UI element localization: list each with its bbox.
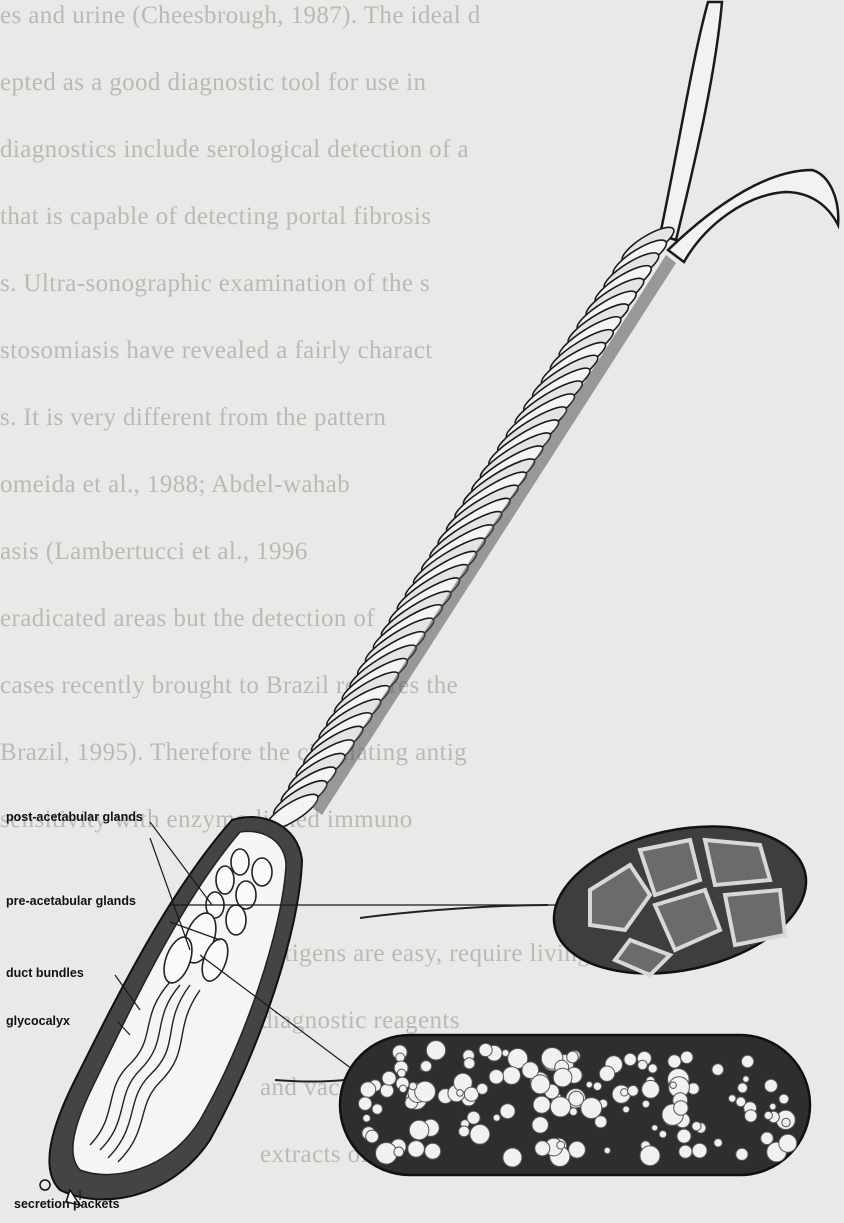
secretory-vesicle bbox=[479, 1043, 492, 1056]
secretory-vesicle bbox=[363, 1114, 371, 1122]
secretory-vesicle bbox=[692, 1122, 701, 1131]
secretory-vesicle bbox=[533, 1096, 550, 1113]
secretory-vesicle bbox=[360, 1082, 375, 1097]
secretory-vesicle bbox=[604, 1147, 610, 1153]
secretory-vesicle bbox=[493, 1114, 500, 1121]
secretory-vesicle bbox=[531, 1075, 550, 1094]
tail-shading bbox=[312, 255, 676, 815]
secretory-vesicle bbox=[398, 1069, 406, 1077]
label-glycocalyx: glycocalyx bbox=[6, 1014, 70, 1028]
secretory-vesicle bbox=[557, 1141, 565, 1149]
secretory-vesicle bbox=[394, 1147, 404, 1157]
secretory-vesicle bbox=[640, 1146, 660, 1166]
secretory-vesicle bbox=[421, 1061, 432, 1072]
secretory-vesicle bbox=[593, 1082, 601, 1090]
secretory-vesicle bbox=[628, 1085, 639, 1096]
secretory-vesicle bbox=[677, 1129, 691, 1143]
secretory-vesicle bbox=[692, 1143, 707, 1158]
secretory-vesicle bbox=[779, 1094, 789, 1104]
secretory-vesicle bbox=[674, 1101, 688, 1115]
secretory-vesicle bbox=[599, 1066, 614, 1081]
label-secretion-packets: secretion packets bbox=[14, 1197, 120, 1211]
secretory-vesicle bbox=[712, 1064, 724, 1076]
secretory-vesicle bbox=[502, 1050, 509, 1057]
secretory-vesicle bbox=[745, 1110, 757, 1122]
gland-inset-upper bbox=[360, 805, 820, 995]
secretory-vesicle bbox=[743, 1076, 749, 1082]
secretory-vesicle bbox=[621, 1089, 628, 1096]
secretory-vesicle bbox=[464, 1058, 475, 1069]
secretory-vesicle bbox=[550, 1097, 570, 1117]
secretory-vesicle bbox=[503, 1148, 522, 1167]
secretory-vesicle bbox=[714, 1139, 722, 1147]
secretory-vesicle bbox=[358, 1097, 371, 1110]
secretory-vesicle bbox=[477, 1083, 488, 1094]
label-post-acetabular-glands: post-acetabular glands bbox=[6, 810, 143, 824]
secretory-vesicle bbox=[779, 1134, 797, 1152]
tail-furca bbox=[660, 2, 838, 262]
secretory-vesicle bbox=[366, 1130, 379, 1143]
secretory-vesicle bbox=[670, 1082, 676, 1088]
secretory-vesicle bbox=[729, 1095, 736, 1102]
secretory-vesicle bbox=[457, 1090, 464, 1097]
secretory-vesicle bbox=[489, 1070, 503, 1084]
secretory-vesicle bbox=[586, 1081, 592, 1087]
secretory-vesicle bbox=[624, 1053, 636, 1065]
secretory-vesicle bbox=[642, 1080, 660, 1098]
secretory-vesicle bbox=[569, 1141, 586, 1158]
secretory-vesicle bbox=[761, 1132, 774, 1145]
cercaria-body bbox=[40, 817, 302, 1205]
secretory-vesicle bbox=[770, 1103, 777, 1110]
secretory-vesicle bbox=[741, 1055, 753, 1067]
secretory-vesicle bbox=[382, 1071, 396, 1085]
secretory-vesicle bbox=[652, 1125, 658, 1131]
secretory-vesicle bbox=[738, 1083, 748, 1093]
secretory-vesicle bbox=[581, 1098, 602, 1119]
secretory-vesicle bbox=[642, 1100, 649, 1107]
secretory-vesicle bbox=[409, 1082, 417, 1090]
secretory-vesicle bbox=[426, 1041, 445, 1060]
label-pre-acetabular-glands: pre-acetabular glands bbox=[6, 894, 136, 908]
secretory-vesicle bbox=[532, 1117, 548, 1133]
tail-stem bbox=[262, 221, 678, 835]
secretory-vesicle bbox=[638, 1060, 648, 1070]
secretory-vesicle bbox=[648, 1064, 657, 1073]
secretory-vesicle bbox=[681, 1051, 693, 1063]
secretory-vesicle bbox=[668, 1055, 681, 1068]
secretory-vesicle bbox=[567, 1051, 579, 1063]
secretory-vesicle bbox=[679, 1145, 692, 1158]
secretory-vesicle bbox=[415, 1081, 436, 1102]
secretory-vesicle bbox=[500, 1104, 515, 1119]
secretory-vesicle bbox=[764, 1111, 772, 1119]
secretory-vesicle bbox=[399, 1085, 406, 1092]
secretory-vesicle bbox=[782, 1118, 790, 1126]
secretory-vesicle bbox=[535, 1141, 550, 1156]
secretory-vesicle bbox=[408, 1141, 425, 1158]
secretory-vesicle bbox=[503, 1067, 521, 1085]
secretory-vesicle bbox=[569, 1091, 584, 1106]
secretory-vesicle bbox=[409, 1120, 429, 1140]
secretory-vesicle bbox=[553, 1068, 572, 1087]
secretory-vesicle bbox=[459, 1126, 470, 1137]
secretory-vesicle bbox=[380, 1084, 393, 1097]
secretory-vesicle bbox=[659, 1131, 666, 1138]
gland-inset-lower bbox=[275, 1035, 810, 1175]
secretory-vesicle bbox=[736, 1148, 748, 1160]
secretory-vesicle bbox=[470, 1124, 490, 1144]
secretory-vesicle bbox=[765, 1079, 778, 1092]
label-duct-bundles: duct bundles bbox=[6, 966, 84, 980]
secretory-vesicle bbox=[372, 1104, 382, 1114]
secretory-vesicle bbox=[425, 1143, 441, 1159]
secretory-vesicle bbox=[623, 1106, 630, 1113]
secretory-vesicle bbox=[467, 1111, 480, 1124]
